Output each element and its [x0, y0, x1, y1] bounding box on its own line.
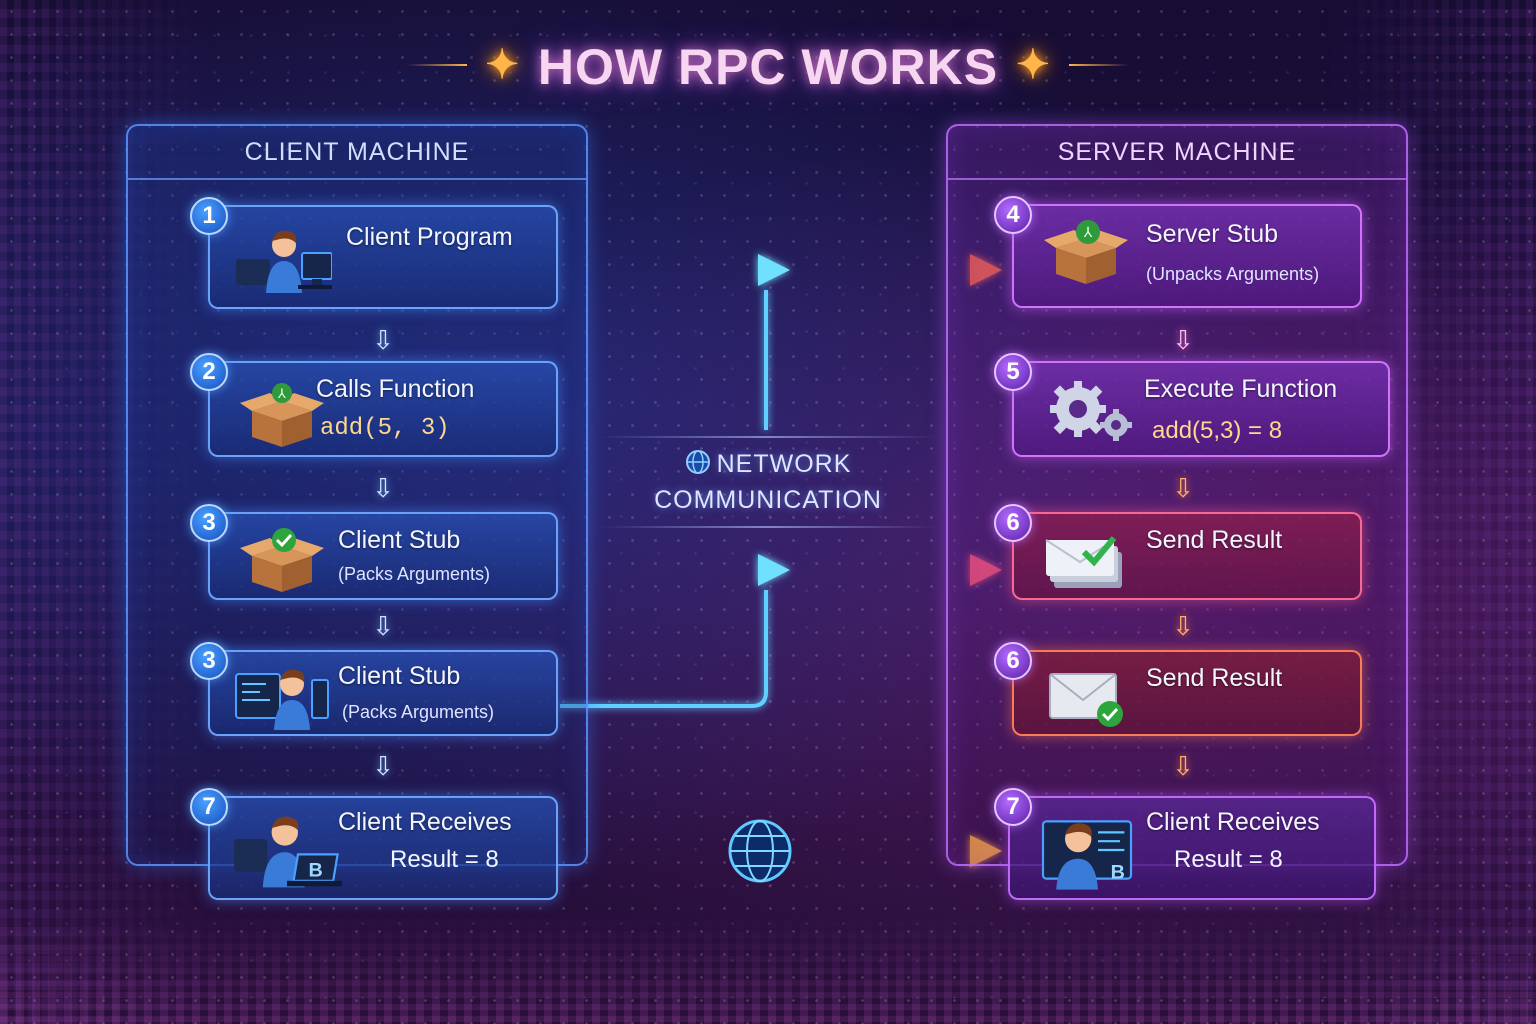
- step-number-badge: 3: [190, 504, 228, 542]
- client-machine-heading: CLIENT MACHINE: [128, 126, 586, 180]
- step-sublabel: Result = 8: [1174, 846, 1283, 873]
- title-right-line: [1068, 64, 1129, 66]
- developer-at-terminal-icon: [235, 669, 329, 730]
- client-step-7-card[interactable]: 7 B Client Receives Result = 8: [190, 788, 558, 900]
- step-sublabel: (Unpacks Arguments): [1146, 264, 1320, 284]
- server-step-7-card[interactable]: 7 B Client Receives Result = 8: [994, 788, 1376, 900]
- network-divider-bottom: [600, 526, 936, 528]
- developer-at-laptop-icon: B: [1041, 820, 1133, 890]
- step-label: Client Receives: [1146, 808, 1320, 836]
- server-step-6b-card[interactable]: 6 Send Result: [994, 642, 1362, 736]
- step-number-badge: 3: [190, 642, 228, 680]
- arrow-down-icon: ⇩: [372, 752, 394, 782]
- network-communication-label: NETWORK COMMUNICATION: [610, 446, 926, 518]
- server-step-4-card[interactable]: 4 ⅄ Server Stub (Unpacks Arguments): [994, 196, 1362, 308]
- laptop-letter: B: [1111, 862, 1125, 884]
- arrow-down-icon: ⇩: [372, 474, 394, 504]
- step-sublabel: (Packs Arguments): [338, 564, 491, 584]
- arrow-down-icon: ⇩: [1172, 752, 1194, 782]
- network-line-1: NETWORK: [610, 446, 926, 482]
- step-label: Calls Function: [316, 375, 475, 403]
- network-word: NETWORK: [716, 450, 852, 478]
- step-number-badge: 6: [994, 504, 1032, 542]
- step-sublabel: Result = 8: [390, 846, 499, 873]
- client-step-1-card[interactable]: 1 Client Program: [190, 197, 558, 309]
- step-label: Client Stub: [338, 662, 461, 690]
- envelope-check-icon: [1049, 673, 1123, 727]
- arrow-down-icon: ⇩: [1172, 326, 1194, 356]
- network-connector-bottom: [560, 590, 768, 708]
- page-title: ✦ HOW RPC WORKS ✦: [0, 38, 1536, 96]
- step-label: Send Result: [1146, 664, 1283, 692]
- arrow-down-icon: ⇩: [372, 326, 394, 356]
- gears-icon: [1050, 381, 1132, 441]
- arrow-down-icon: ⇩: [1172, 474, 1194, 504]
- server-machine-heading: SERVER MACHINE: [948, 126, 1406, 180]
- server-step-5-card[interactable]: 5 Execute Function add(5,3) = 8: [994, 353, 1390, 457]
- step-label: Client Program: [346, 223, 513, 251]
- svg-text:⅄: ⅄: [277, 387, 286, 402]
- step-number-badge: 7: [190, 788, 228, 826]
- step-label: Send Result: [1146, 526, 1283, 554]
- package-box-icon: ⅄: [1044, 220, 1128, 284]
- arrow-head: [758, 254, 790, 286]
- sparkle-icon: ✦: [1016, 43, 1051, 87]
- step-label: Execute Function: [1144, 375, 1338, 403]
- svg-text:⅄: ⅄: [1083, 225, 1093, 241]
- developer-at-computer-icon: [236, 230, 332, 293]
- step-label: Client Stub: [338, 526, 461, 554]
- pixel-floor-background: [0, 914, 1536, 1024]
- step-number-badge: 4: [994, 196, 1032, 234]
- client-step-3-card[interactable]: 3 Client Stub (Packs Arguments): [190, 504, 558, 600]
- laptop-letter: B: [308, 859, 322, 881]
- step-number-badge: 2: [190, 353, 228, 391]
- title-text: HOW RPC WORKS: [537, 39, 999, 95]
- client-step-2-card[interactable]: 2 ⅄ Calls Function add(5, 3): [190, 353, 558, 457]
- step-label: Client Receives: [338, 808, 512, 836]
- step-sublabel: (Packs Arguments): [342, 702, 495, 722]
- server-step-6-card[interactable]: 6 Send Result: [994, 504, 1362, 600]
- globe-icon: [728, 819, 792, 883]
- network-line-2: COMMUNICATION: [654, 486, 882, 514]
- arrow-head: [758, 554, 790, 586]
- document-check-icon: [1045, 536, 1122, 588]
- title-left-line: [407, 64, 468, 66]
- arrow-down-icon: ⇩: [1172, 612, 1194, 642]
- package-box-icon: ⅄: [240, 383, 324, 447]
- step-number-badge: 6: [994, 642, 1032, 680]
- step-sublabel: add(5, 3): [320, 415, 450, 442]
- checked-package-icon: [240, 528, 324, 592]
- client-step-3b-card[interactable]: 3 Client Stub (Packs Arguments): [190, 642, 558, 736]
- step-number-badge: 7: [994, 788, 1032, 826]
- sparkle-icon: ✦: [485, 43, 520, 87]
- globe-icon: [685, 450, 710, 474]
- step-label: Server Stub: [1146, 220, 1279, 248]
- developer-at-laptop-icon: B: [234, 816, 342, 888]
- network-divider-top: [600, 436, 936, 438]
- step-number-badge: 5: [994, 353, 1032, 391]
- step-sublabel: add(5,3) = 8: [1152, 417, 1283, 444]
- step-number-badge: 1: [190, 197, 228, 235]
- arrow-down-icon: ⇩: [372, 612, 394, 642]
